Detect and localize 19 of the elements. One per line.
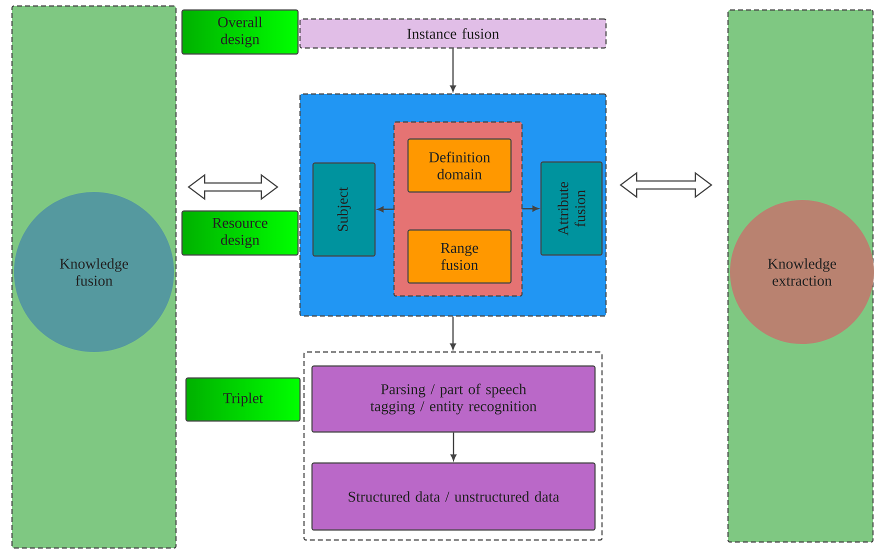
- process-box: Subject: [312, 162, 376, 257]
- label-box: Resource design: [181, 210, 299, 256]
- arrow: [450, 48, 456, 92]
- circle-node: Knowledge fusion: [14, 192, 174, 352]
- label-box: Triplet: [185, 377, 301, 422]
- label-box: Overall design: [181, 9, 299, 55]
- process-box: Attribute fusion: [540, 161, 603, 256]
- double-arrow: [620, 172, 712, 198]
- process-box: Instance fusion: [299, 18, 607, 49]
- circle-node: Knowledge extraction: [730, 200, 874, 344]
- arrow: [522, 206, 539, 212]
- process-box: Structured data / unstructured data: [311, 462, 596, 531]
- arrow: [377, 206, 394, 212]
- process-box: Definition domain: [407, 138, 512, 193]
- process-box: Parsing / part of speech tagging / entity recognition: [311, 365, 596, 433]
- arrow: [450, 432, 456, 461]
- double-arrow: [188, 174, 278, 200]
- process-box: Range fusion: [407, 229, 512, 284]
- arrow: [450, 316, 456, 350]
